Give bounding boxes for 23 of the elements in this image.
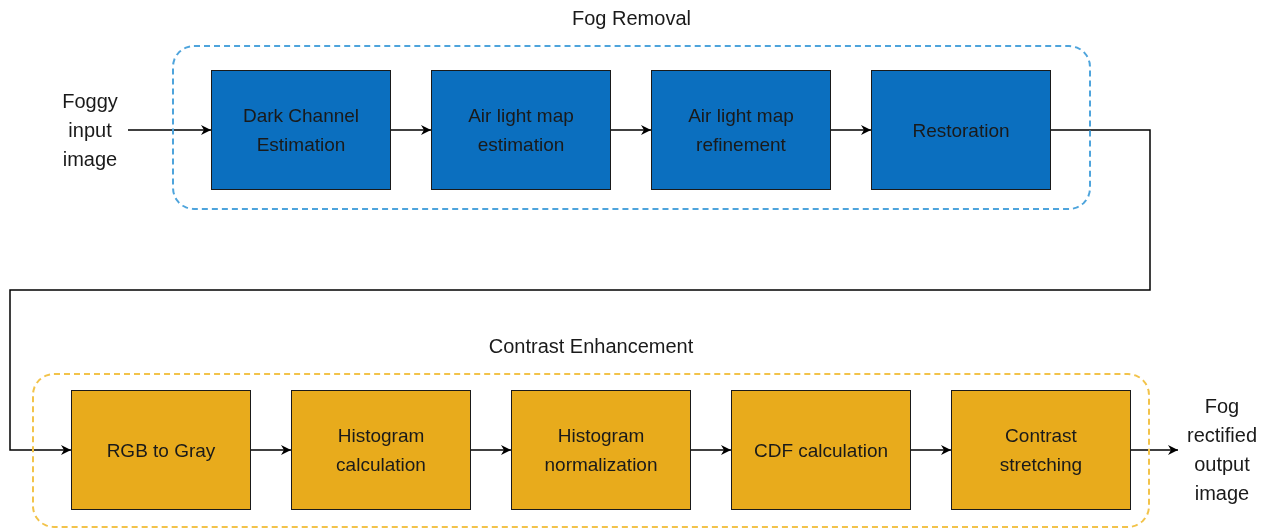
process-box: Histogram normalization bbox=[511, 390, 691, 510]
process-box: CDF calculation bbox=[731, 390, 911, 510]
arrow bbox=[127, 125, 212, 135]
process-box: Restoration bbox=[871, 70, 1051, 190]
process-box: Air light map estimation bbox=[431, 70, 611, 190]
process-box: Dark Channel Estimation bbox=[211, 70, 391, 190]
io-label: Fog rectified output image bbox=[1168, 393, 1276, 507]
arrow bbox=[830, 125, 872, 135]
process-box: Histogram calculation bbox=[291, 390, 471, 510]
arrow bbox=[390, 125, 432, 135]
process-box: Air light map refinement bbox=[651, 70, 831, 190]
group-title: Contrast Enhancement bbox=[487, 334, 695, 359]
group-title: Fog Removal bbox=[571, 6, 692, 31]
io-label: Foggy input image bbox=[40, 88, 140, 172]
arrow bbox=[910, 445, 952, 455]
arrow bbox=[250, 445, 292, 455]
arrow bbox=[1130, 445, 1179, 455]
arrow bbox=[9, 129, 1151, 455]
process-box: RGB to Gray bbox=[71, 390, 251, 510]
arrow bbox=[690, 445, 732, 455]
arrow bbox=[470, 445, 512, 455]
arrow bbox=[610, 125, 652, 135]
process-box: Contrast stretching bbox=[951, 390, 1131, 510]
